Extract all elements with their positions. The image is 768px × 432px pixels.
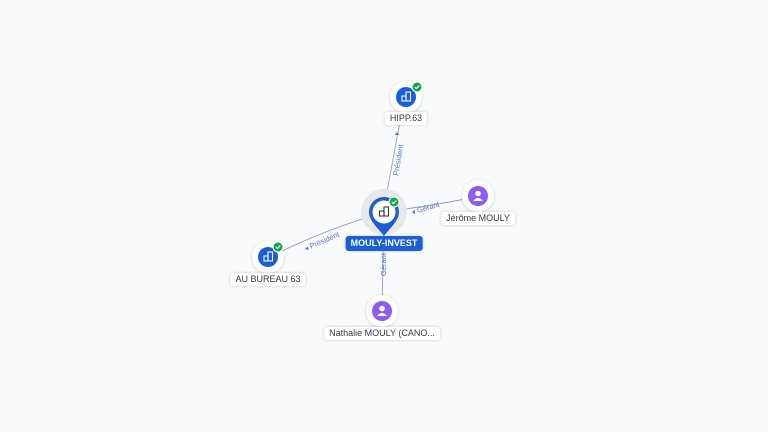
arrow-icon [305, 246, 309, 250]
building-icon [401, 91, 412, 102]
node-au-bureau[interactable] [252, 241, 284, 273]
node-label-mouly-invest[interactable]: MOULY-INVEST [345, 236, 423, 251]
arrow-icon [412, 209, 415, 215]
edge-label-hipp63: Président [391, 143, 406, 177]
building-icon [378, 206, 390, 217]
arrow-icon [394, 132, 400, 135]
person-icon [473, 190, 483, 201]
node-mouly-invest[interactable] [361, 189, 407, 236]
node-nathalie[interactable] [366, 295, 398, 327]
edge-label-jerome: Gérant [416, 199, 441, 215]
node-hipp63[interactable] [390, 81, 423, 113]
check-badge-icon [272, 241, 284, 253]
node-label-hipp63[interactable]: HIPP.63 [384, 112, 428, 125]
node-label-au-bureau[interactable]: AU BUREAU 63 [230, 273, 306, 286]
check-badge-icon [388, 196, 400, 208]
edge-label-nathalie: Gérant [379, 252, 388, 276]
person-icon [377, 305, 387, 316]
node-label-nathalie[interactable]: Nathalie MOULY (CANO... [324, 327, 440, 340]
node-label-jerome[interactable]: Jérôme MOULY [441, 212, 515, 225]
node-jerome[interactable] [462, 180, 494, 212]
check-badge-icon [411, 81, 423, 93]
building-icon [263, 251, 274, 262]
